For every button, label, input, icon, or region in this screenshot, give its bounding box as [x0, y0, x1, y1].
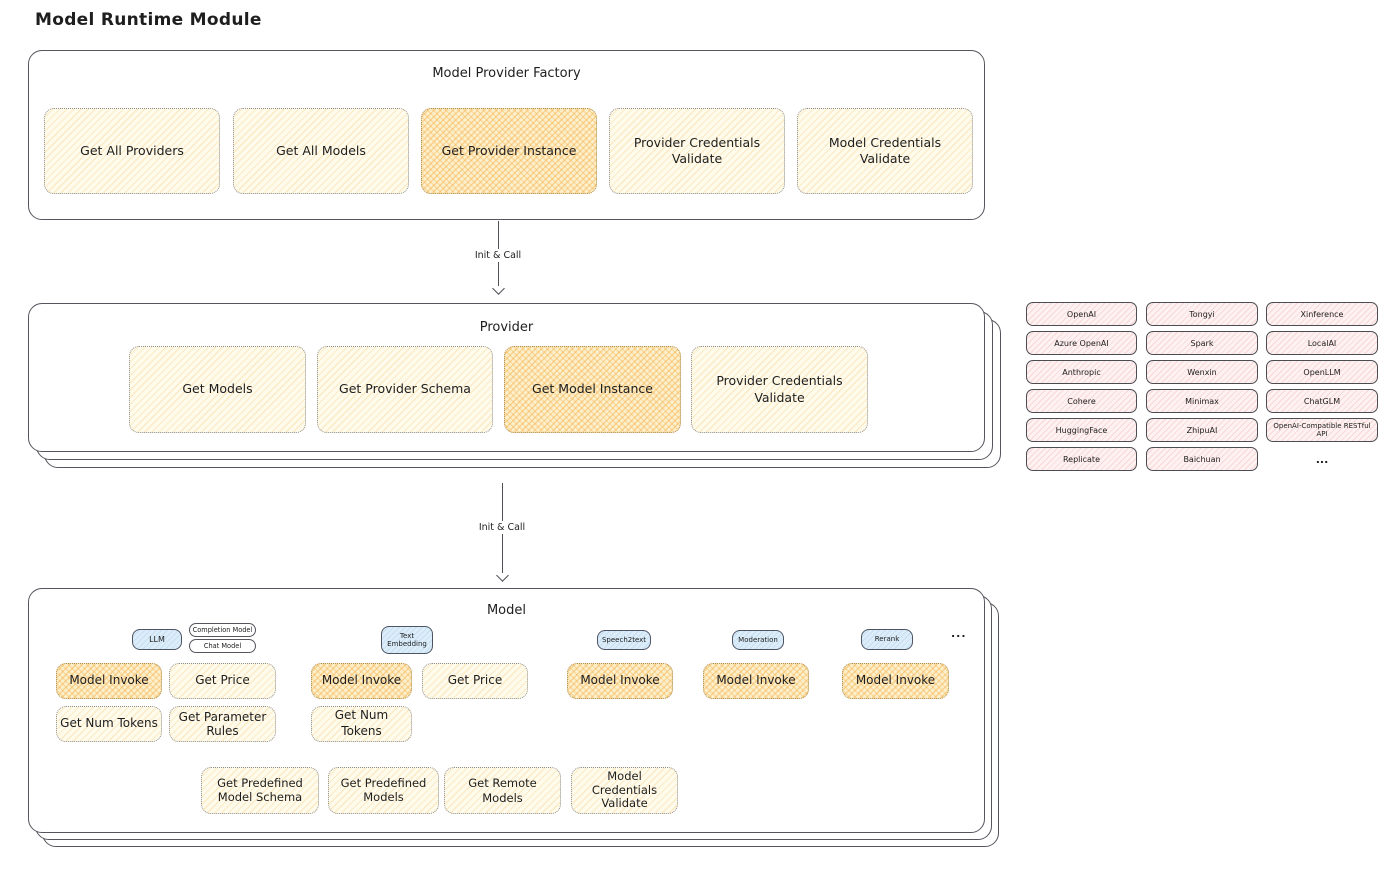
provider-chip-openai-compatible-restful-api: OpenAI-Compatible RESTful API	[1266, 418, 1378, 442]
arrow-factory-to-provider-head	[492, 282, 505, 295]
tag-llm: LLM	[132, 629, 182, 650]
model-panel-title: Model	[486, 603, 527, 618]
op-model-credentials-validate: Model Credentials Validate	[571, 767, 678, 814]
factory-item-provider-credentials-validate: Provider Credentials Validate	[609, 108, 785, 194]
page-title: Model Runtime Module	[35, 10, 262, 30]
provider-chip-azure-openai: Azure OpenAI	[1026, 331, 1137, 355]
factory-item-model-credentials-validate: Model Credentials Validate	[797, 108, 973, 194]
tag-chat-model: Chat Model	[189, 639, 256, 653]
op-model-invoke-rerank: Model Invoke	[842, 663, 949, 699]
provider-chip-anthropic: Anthropic	[1026, 360, 1137, 384]
tag-text-embedding: Text Embedding	[381, 626, 433, 654]
op-get-parameter-rules: Get Parameter Rules	[169, 706, 276, 742]
provider-chip-baichuan: Baichuan	[1146, 447, 1258, 471]
provider-panel-title: Provider	[479, 320, 534, 335]
provider-chip-cohere: Cohere	[1026, 389, 1137, 413]
provider-chip-wenxin: Wenxin	[1146, 360, 1258, 384]
factory-item-get-all-providers: Get All Providers	[44, 108, 220, 194]
op-get-price-text-embedding: Get Price	[422, 663, 528, 699]
providers-grid-more: ...	[1315, 452, 1329, 466]
op-model-invoke-llm: Model Invoke	[56, 663, 162, 699]
provider-item-get-models: Get Models	[129, 346, 306, 433]
provider-chip-openllm: OpenLLM	[1266, 360, 1378, 384]
op-model-invoke-speech2text: Model Invoke	[567, 663, 673, 699]
op-get-predefined-model-schema: Get Predefined Model Schema	[201, 767, 319, 814]
provider-item-get-model-instance: Get Model Instance	[504, 346, 681, 433]
op-model-invoke-text-embedding: Model Invoke	[311, 663, 412, 699]
provider-chip-xinference: Xinference	[1266, 302, 1378, 326]
providers-grid-col-3: Xinference LocalAI OpenLLM ChatGLM OpenA…	[1266, 302, 1378, 474]
op-get-predefined-models: Get Predefined Models	[328, 767, 439, 814]
op-get-price-llm: Get Price	[169, 663, 276, 699]
provider-chip-tongyi: Tongyi	[1146, 302, 1258, 326]
providers-grid-col-2: Tongyi Spark Wenxin Minimax ZhipuAI Baic…	[1146, 302, 1258, 474]
providers-grid-col-1: OpenAI Azure OpenAI Anthropic Cohere Hug…	[1026, 302, 1137, 474]
op-get-remote-models: Get Remote Models	[444, 767, 561, 814]
provider-chip-replicate: Replicate	[1026, 447, 1137, 471]
provider-chip-localai: LocalAI	[1266, 331, 1378, 355]
arrow-factory-to-provider-label: Init & Call	[470, 249, 526, 262]
factory-panel: Model Provider Factory Get All Providers…	[28, 50, 985, 220]
provider-chip-chatglm: ChatGLM	[1266, 389, 1378, 413]
factory-panel-title: Model Provider Factory	[432, 66, 581, 81]
provider-chip-zhipuai: ZhipuAI	[1146, 418, 1258, 442]
factory-item-get-all-models: Get All Models	[233, 108, 409, 194]
arrow-provider-to-model-head	[496, 569, 509, 582]
providers-grid: OpenAI Azure OpenAI Anthropic Cohere Hug…	[1026, 302, 1380, 474]
model-panel: Model LLM Completion Model Chat Model Te…	[28, 588, 985, 833]
model-tags-more: ...	[951, 627, 967, 640]
factory-item-get-provider-instance: Get Provider Instance	[421, 108, 597, 194]
arrow-provider-to-model-label: Init & Call	[474, 521, 530, 534]
op-get-num-tokens-text-embedding: Get Num Tokens	[311, 706, 412, 742]
provider-item-get-provider-schema: Get Provider Schema	[317, 346, 493, 433]
op-get-num-tokens-llm: Get Num Tokens	[56, 706, 162, 742]
provider-item-provider-credentials-validate: Provider Credentials Validate	[691, 346, 868, 433]
provider-chip-minimax: Minimax	[1146, 389, 1258, 413]
provider-chip-spark: Spark	[1146, 331, 1258, 355]
tag-completion-model: Completion Model	[189, 623, 256, 637]
tag-speech2text: Speech2text	[597, 630, 651, 650]
provider-chip-huggingface: HuggingFace	[1026, 418, 1137, 442]
provider-chip-openai: OpenAI	[1026, 302, 1137, 326]
provider-panel: Provider Get Models Get Provider Schema …	[28, 303, 985, 452]
tag-rerank: Rerank	[861, 629, 913, 650]
tag-moderation: Moderation	[732, 630, 784, 650]
op-model-invoke-moderation: Model Invoke	[703, 663, 809, 699]
